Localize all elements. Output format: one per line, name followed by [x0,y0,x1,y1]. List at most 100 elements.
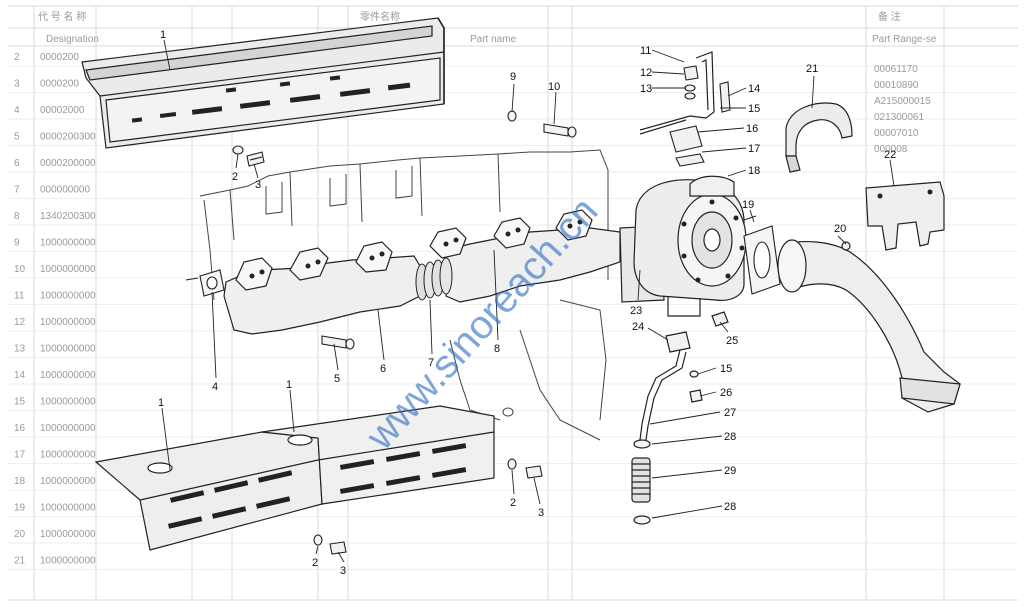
background-row-number: 19 [14,503,26,514]
background-row-code: 1000000000 [40,370,96,381]
background-right-code: A215000015 [874,96,931,107]
callout-13: 13 [640,83,652,95]
background-row-number: 12 [14,317,26,328]
callout-3-bolt-upper: 3 [255,179,261,191]
callout-25: 25 [726,335,738,347]
background-row-number: 9 [14,238,20,249]
background-row-code: 0000200000 [40,158,96,169]
banjo-fitting [669,65,731,167]
oil-hose-29 [631,439,651,525]
callout-24: 24 [632,321,644,333]
background-row-code: 1000000000 [40,397,96,408]
background-row-number: 5 [14,132,20,143]
bg-header-mid-en: Part name [470,34,517,45]
manifold-bolt [321,335,355,350]
callout-27: 27 [724,407,736,419]
background-row-number: 4 [14,105,20,116]
callout-3-bolt-lower-right: 3 [538,507,544,519]
callout-1-upper-shield: 1 [160,29,166,41]
background-row-number: 8 [14,211,20,222]
lower-heat-shield-right [261,405,495,505]
background-right-code: 000008 [874,144,908,155]
callout-8-manifold-rear: 8 [494,343,500,355]
callout-2-washer-lower-left: 2 [312,557,318,569]
background-row-number: 13 [14,344,26,355]
background-row-number: 20 [14,529,26,540]
background-row-number: 10 [14,264,26,275]
callout-21: 21 [806,63,818,75]
bg-header-mid-cn: 零件名称 [360,10,400,23]
background-right-code: 00061170 [874,64,918,75]
callout-1-lower-shield-left: 1 [158,397,164,409]
background-row-number: 11 [14,291,25,302]
background-row-number: 17 [14,450,26,461]
callout-15-upper: 15 [748,103,760,115]
pipe-bracket [865,181,945,251]
lower-heat-shield-left [94,431,323,551]
bg-header-right-en: Part Range-se [872,34,937,45]
background-row-code: 1000000000 [40,556,96,567]
callout-17: 17 [748,143,760,155]
background-row-code: 1000000000 [40,317,96,328]
callout-5-bolt: 5 [334,373,340,385]
exhaust-manifold [223,209,665,335]
turbo-heat-shield [785,102,853,173]
washer-9 [507,110,517,122]
callout-18: 18 [748,165,760,177]
background-row-number: 16 [14,423,26,434]
engine-block-outline [199,149,609,441]
manifold-gasket [199,269,225,297]
bolt-washer-lower [313,458,543,555]
bg-header-left-en: Designation [46,34,99,45]
oil-feed-pipe [639,51,715,135]
callout-11: 11 [640,45,651,57]
callout-28-upper: 28 [724,431,736,443]
background-row-code: 1000000000 [40,264,96,275]
background-row-code: 000000000 [40,185,90,196]
callout-4-gasket: 4 [212,381,218,393]
background-row-code: 1340200300 [40,211,96,222]
background-row-code: 1000000000 [40,423,96,434]
callout-1-lower-shield-right: 1 [286,379,292,391]
gasket-stud [185,277,199,281]
callout-leader-lines [161,39,895,563]
exhaust-elbow-pipe [777,239,961,413]
background-row-code: 0000200 [40,79,79,90]
background-row-code: 1000000000 [40,450,96,461]
callout-15-lower: 15 [720,363,732,375]
outlet-stud [743,215,757,221]
callout-28-lower: 28 [724,501,736,513]
background-row-code: 1000000000 [40,476,96,487]
callout-6-manifold-front: 6 [380,363,386,375]
mounting-bolt-10 [543,123,577,138]
background-row-number: 7 [14,185,20,196]
background-row-number: 18 [14,476,26,487]
callout-16: 16 [746,123,758,135]
callout-23: 23 [630,305,642,317]
background-right-code: 00010890 [874,80,919,91]
background-row-number: 6 [14,158,20,169]
background-row-code: 1000000000 [40,344,96,355]
background-right-code: 00007010 [874,128,919,139]
bg-header-right-cn: 备 注 [878,10,901,23]
background-row-code: 1000000000 [40,238,96,249]
callout-2-washer-lower-right: 2 [510,497,516,509]
callout-numbers: 1 1 1 2 3 2 3 2 3 4 5 6 7 8 9 10 11 12 1… [158,29,896,577]
turbocharger [633,175,747,317]
background-row-number: 14 [14,370,26,381]
background-row-code: 1000000000 [40,503,96,514]
callout-2-washer-upper: 2 [232,171,238,183]
background-row-code: 0000200300 [40,132,96,143]
background-row-code: 1000000000 [40,291,96,302]
callout-7-bellows: 7 [428,357,434,369]
upper-heat-shield [81,17,445,149]
background-row-number: 3 [14,79,20,90]
callout-26: 26 [720,387,732,399]
background-row-code: 0000200 [40,52,79,63]
background-row-number: 2 [14,52,20,63]
callout-10-bolt: 10 [548,81,560,93]
callout-12: 12 [640,67,652,79]
callout-19: 19 [742,199,754,211]
background-row-code: 1000000000 [40,529,96,540]
callout-20: 20 [834,223,846,235]
